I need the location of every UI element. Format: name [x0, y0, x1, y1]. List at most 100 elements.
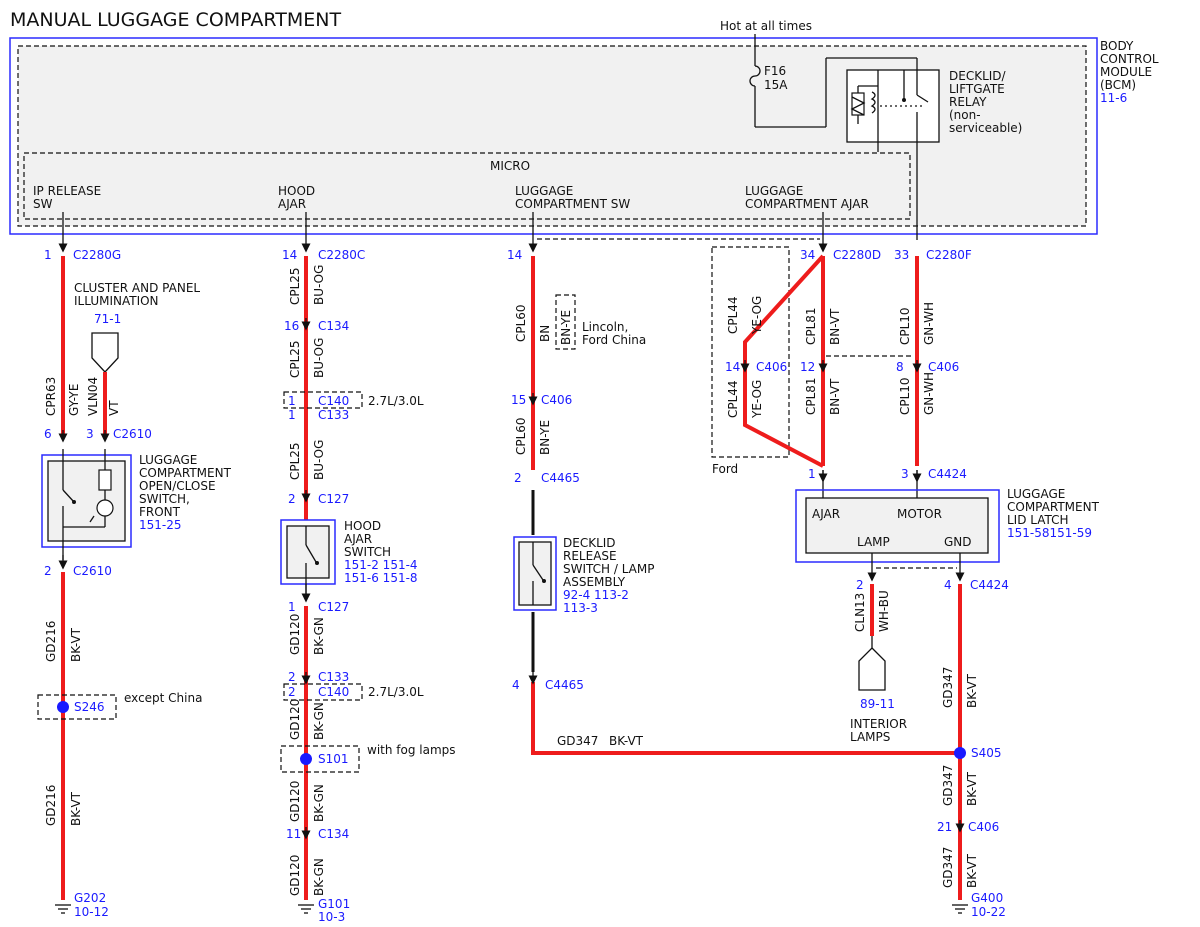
switch-label-2: COMPARTMENT [139, 466, 232, 480]
connector-label[interactable]: C127 [318, 600, 349, 614]
connector-label[interactable]: C2610 [113, 427, 152, 441]
pin-label: 11 [286, 827, 301, 841]
switch-outline [513, 536, 557, 611]
engine-option-box [283, 391, 363, 409]
connector-label[interactable]: C406 [968, 820, 999, 834]
connector-label[interactable]: C2610 [73, 564, 112, 578]
wire-color: BN-VT [828, 308, 842, 345]
connector-label[interactable]: C2280F [926, 248, 972, 262]
connector-label[interactable]: C406 [756, 360, 787, 374]
pin-label: 1 [288, 408, 296, 422]
switch-ref[interactable]: 151-6 151-8 [344, 571, 418, 585]
wire-cpl44[interactable] [743, 254, 825, 468]
wire-circuit: CPL44 [726, 380, 740, 418]
pin-label: 2 [856, 578, 864, 592]
splice-dot[interactable] [57, 701, 69, 713]
wire-circuit: CPL10 [898, 307, 912, 345]
ground-label[interactable]: G202 [74, 891, 106, 905]
wire-circuit: VLN04 [86, 377, 100, 416]
connector-label[interactable]: C134 [318, 319, 349, 333]
bcm-ref[interactable]: 11-6 [1100, 91, 1127, 105]
connector-label[interactable]: C4424 [928, 467, 967, 481]
illum-label-1: CLUSTER AND PANEL [74, 281, 200, 295]
wire-circuit: CPL25 [288, 340, 302, 378]
hood-ajar-switch[interactable] [286, 525, 330, 579]
splice-label[interactable]: S101 [318, 752, 349, 766]
lamp-ref[interactable]: 89-11 [860, 697, 895, 711]
connector-label[interactable]: C2280C [318, 248, 365, 262]
connector-label[interactable]: C406 [928, 360, 959, 374]
input-luggage-sw-1: LUGGAGE [515, 184, 573, 198]
illum-ref[interactable]: 71-1 [94, 312, 121, 326]
luggage-lid-latch[interactable] [805, 497, 989, 554]
ford-option-box [711, 246, 790, 458]
switch-label-1: DECKLID [563, 536, 616, 550]
ground-label[interactable]: G101 [318, 897, 350, 911]
fuse-icon [749, 65, 761, 87]
connector-label[interactable]: C140 [318, 394, 349, 408]
switch-label-3: SWITCH / LAMP [563, 562, 654, 576]
connector-label[interactable]: C4465 [545, 678, 584, 692]
pin-label: 3 [901, 467, 909, 481]
splice-label[interactable]: S246 [74, 700, 105, 714]
latch-ref[interactable]: 151-58151-59 [1007, 526, 1092, 540]
wire-color: BU-OG [312, 338, 326, 378]
switch-ref[interactable]: 113-3 [563, 601, 598, 615]
wire-color: BN [538, 325, 552, 342]
open-close-switch[interactable] [47, 460, 126, 542]
switch-ref[interactable]: 151-25 [139, 518, 182, 532]
pin-label: 21 [937, 820, 952, 834]
latch-pin-motor: MOTOR [897, 507, 942, 521]
switch-label-3: SWITCH [344, 545, 391, 559]
ground-icon [298, 904, 314, 914]
switch-label-4: SWITCH, [139, 492, 190, 506]
connector-label[interactable]: C2280D [833, 248, 881, 262]
engine-note: 2.7L/3.0L [368, 394, 424, 408]
decklid-release-switch[interactable] [518, 541, 552, 606]
ground-ref[interactable]: 10-22 [971, 905, 1006, 919]
splice-label[interactable]: S405 [971, 746, 1002, 760]
connector-label[interactable]: C133 [318, 408, 349, 422]
relay-label-3: RELAY [949, 95, 987, 109]
wire-circuit: GD216 [44, 621, 58, 662]
switch-label-2: AJAR [344, 532, 372, 546]
input-ip-release-1: IP RELEASE [33, 184, 101, 198]
bcm-label-3: MODULE [1100, 65, 1152, 79]
wire-color: BK-GN [312, 858, 326, 896]
connector-label[interactable]: C4424 [970, 578, 1009, 592]
pin-label: 33 [894, 248, 909, 262]
switch-ref[interactable]: 151-2 151-4 [344, 558, 418, 572]
wire-circuit: CPR63 [44, 377, 58, 416]
connector-label[interactable]: C127 [318, 492, 349, 506]
pin-label: 8 [896, 360, 904, 374]
splice-dot[interactable] [954, 747, 966, 759]
ground-label[interactable]: G400 [971, 891, 1003, 905]
ip-release-circuit: 1 C2280G CLUSTER AND PANEL ILLUMINATION … [37, 248, 232, 919]
bcm-outline [9, 37, 1098, 235]
splice-dot[interactable] [300, 753, 312, 765]
switch-label-4: ASSEMBLY [563, 575, 626, 589]
wire-color: BK-VT [609, 734, 644, 748]
interior-lamps-connector-icon [858, 647, 886, 691]
pin-label: 1 [44, 248, 52, 262]
wire-color: GN-WH [922, 302, 936, 345]
pin-label: 4 [944, 578, 952, 592]
switch-ref[interactable]: 92-4 113-2 [563, 588, 629, 602]
wire-circuit: CPL25 [288, 267, 302, 305]
ground-ref[interactable]: 10-12 [74, 905, 109, 919]
connector-label[interactable]: C133 [318, 670, 349, 684]
latch-label-3: LID LATCH [1007, 513, 1069, 527]
illumination-source-icon [91, 332, 119, 373]
connector-label[interactable]: C4465 [541, 471, 580, 485]
input-luggage-ajar-1: LUGGAGE [745, 184, 803, 198]
ground-ref[interactable]: 10-3 [318, 910, 345, 924]
latch-label-2: COMPARTMENT [1007, 500, 1100, 514]
connector-label[interactable]: C140 [318, 685, 349, 699]
wire-gd347-bus[interactable] [531, 682, 960, 755]
connector-label[interactable]: C406 [541, 393, 572, 407]
connector-label[interactable]: C2280G [73, 248, 121, 262]
latch-pin-gnd: GND [944, 535, 972, 549]
switch-label-5: FRONT [139, 505, 181, 519]
wire-color: GY-YE [67, 384, 81, 416]
connector-label[interactable]: C134 [318, 827, 349, 841]
